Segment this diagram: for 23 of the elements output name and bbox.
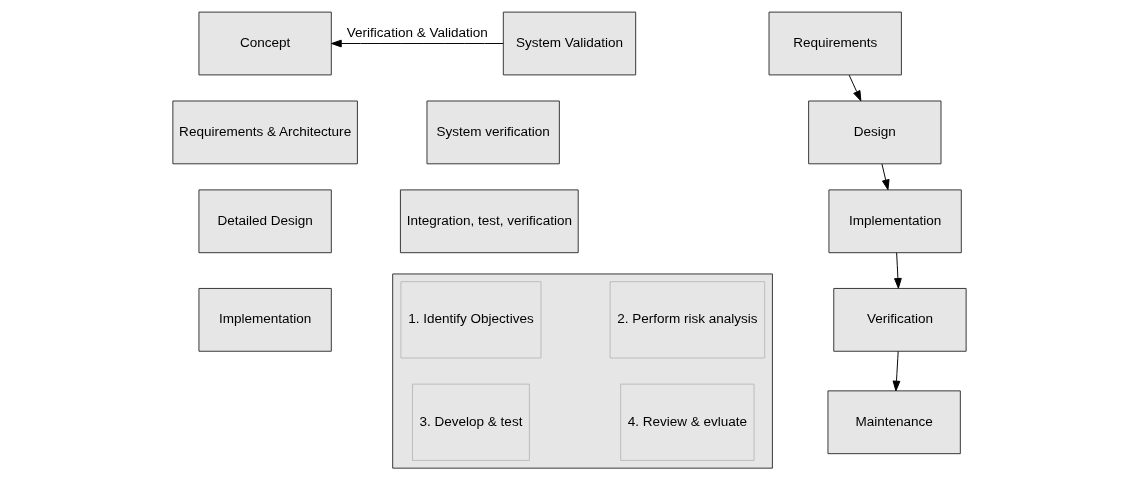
node-box: Requirements <box>768 11 902 76</box>
node-box: 4. Review & evluate <box>620 383 755 461</box>
node-box: 1. Identify Objectives <box>400 281 542 359</box>
cluster <box>392 273 773 469</box>
arrow <box>892 351 901 392</box>
node-box: Implementation <box>828 189 962 254</box>
node-box: Requirements & Architecture <box>172 100 358 165</box>
arrow <box>331 39 504 48</box>
node-box: Maintenance <box>827 390 961 455</box>
node-box: Implementation <box>198 287 332 352</box>
node-box: Design <box>808 100 942 165</box>
node-box: System Validation <box>502 11 637 76</box>
node-box: Integration, test, verification <box>399 189 579 254</box>
node-box: 2. Perform risk analysis <box>609 281 766 359</box>
node-box: Detailed Design <box>198 189 332 254</box>
node-box: 3. Develop & test <box>412 383 530 461</box>
arrow <box>848 74 862 102</box>
edge-label: Verification & Validation <box>346 24 488 40</box>
arrow <box>881 163 890 191</box>
arrow <box>894 252 902 289</box>
node-box: Verification <box>833 287 967 352</box>
node-box: System verification <box>426 100 560 165</box>
node-box: Concept <box>198 11 332 76</box>
